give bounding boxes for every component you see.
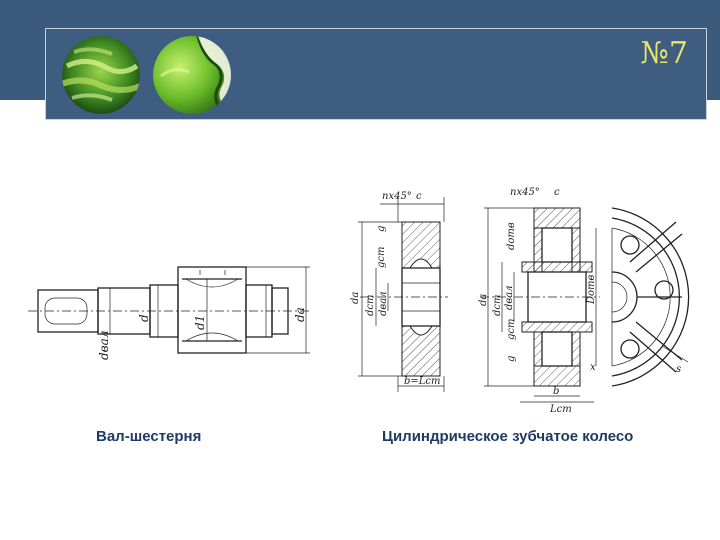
slide-number: №7 — [640, 36, 688, 71]
gear2-dval-label: dвал — [504, 285, 515, 310]
shaft-label-d1: d1 — [193, 315, 207, 330]
gear1-c-label: c — [416, 191, 422, 202]
gear1-g-label: g — [376, 226, 387, 232]
gear1-dval-label: dвал — [378, 291, 389, 316]
caption-spur-gear: Цилиндрическое зубчатое колесо — [382, 428, 634, 445]
gear2-lcm-label: Lcm — [549, 404, 572, 415]
gear2-da-label: da — [478, 294, 489, 306]
gear-wheel-drawing: nx45° c dотв gcm dвал dcm da g b Lcm Dот… — [478, 187, 690, 415]
gear2-b-label: b — [553, 386, 559, 397]
gear2-gcm-label: gcm — [506, 319, 517, 340]
gear1-da-label: da — [350, 292, 361, 304]
gear2-dotv2-label: Dотв — [586, 274, 597, 305]
gear-section-drawing: nx45° c g gcm dвал dcm da b=Lcm — [350, 191, 448, 392]
gear2-chamfer-label: nx45° — [510, 187, 540, 198]
gear2-dotv-label: dотв — [506, 222, 517, 250]
gear2-x-label: x — [590, 362, 596, 373]
shaft-label-da: da — [293, 307, 307, 322]
shaft-gear-drawing: dвал d d1 da — [28, 266, 312, 360]
shaft-label-d: d — [137, 314, 151, 322]
gear2-dcm-label: dcm — [492, 295, 503, 316]
gear1-b-label: b=Lcm — [404, 376, 441, 387]
gear1-gcm-label: gcm — [376, 247, 387, 268]
gear1-chamfer-label: nx45° — [382, 191, 412, 202]
caption-shaft-gear: Вал-шестерня — [96, 428, 202, 445]
gear2-c-label: c — [554, 187, 560, 198]
leaf-image-1 — [62, 36, 140, 114]
shaft-label-dval: dвал — [97, 331, 111, 360]
gear2-s-label: s — [676, 364, 681, 375]
leaf-image-2 — [153, 36, 231, 114]
gear1-dcm-label: dcm — [365, 295, 376, 316]
gear2-g-label: g — [506, 356, 517, 362]
gear-face-view: s — [611, 207, 690, 387]
